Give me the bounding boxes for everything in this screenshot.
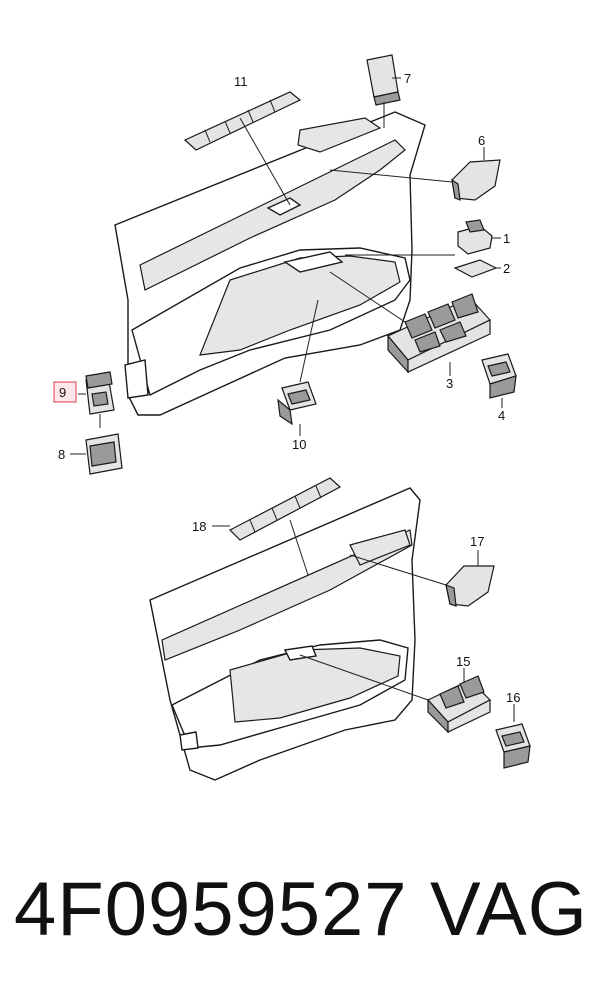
brand-label: VAG xyxy=(430,867,588,952)
part-10-switch[interactable] xyxy=(277,299,319,436)
callout-6: 6 xyxy=(478,133,485,148)
part-1-mirror-knob[interactable] xyxy=(457,219,501,255)
callout-17: 17 xyxy=(470,534,484,549)
selected-callout-box xyxy=(53,381,77,403)
callout-1: 1 xyxy=(503,231,510,246)
part-15-window-switch-cluster[interactable] xyxy=(299,654,492,734)
part-9-switch-cap[interactable] xyxy=(78,371,115,428)
callout-7: 7 xyxy=(404,71,411,86)
callout-9[interactable]: 9 xyxy=(59,385,66,400)
callout-4: 4 xyxy=(498,408,505,423)
part-6-switch[interactable] xyxy=(329,147,501,201)
callout-18: 18 xyxy=(192,519,206,534)
parts-diagram: 11 7 6 1 2 3 4 10 9 8 18 17 15 16 xyxy=(53,54,531,781)
callout-8: 8 xyxy=(58,447,65,462)
part-8-switch[interactable] xyxy=(70,433,123,475)
part-17-switch[interactable] xyxy=(349,550,495,607)
callout-11: 11 xyxy=(234,74,248,89)
part-7-switch[interactable] xyxy=(366,54,401,128)
callout-3: 3 xyxy=(446,376,453,391)
part-4-switch[interactable] xyxy=(481,353,517,408)
callout-15: 15 xyxy=(456,654,470,669)
part-number: 4F0959527 xyxy=(14,867,408,952)
part-2-plate[interactable] xyxy=(345,254,501,278)
callout-16: 16 xyxy=(506,690,520,705)
part-16-switch[interactable] xyxy=(495,704,531,769)
front-door-panel xyxy=(114,111,426,416)
rear-door-panel xyxy=(149,487,421,781)
part-3-window-switch-cluster[interactable] xyxy=(329,271,491,376)
callout-2: 2 xyxy=(503,261,510,276)
callout-10: 10 xyxy=(292,437,306,452)
part-11-trim-strip[interactable] xyxy=(183,91,302,206)
part-18-trim-strip[interactable] xyxy=(212,477,342,576)
